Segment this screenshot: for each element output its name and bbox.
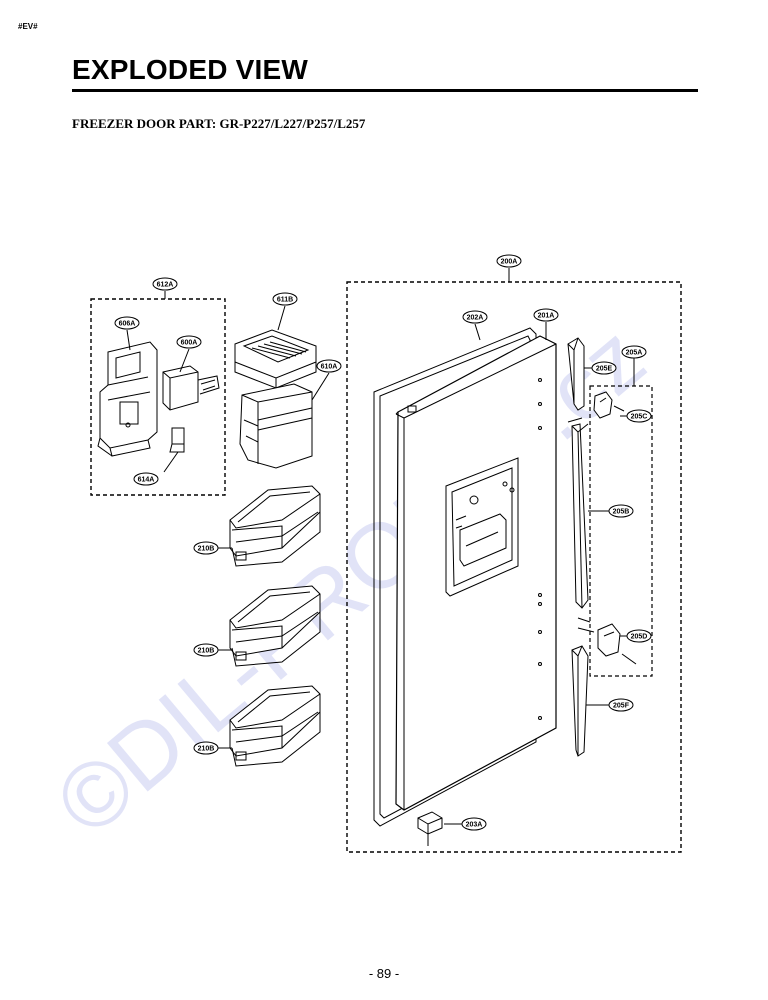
ice-maker-600A	[162, 365, 220, 411]
door-hinge-203A	[417, 811, 443, 846]
handle-mount-upper-205C	[593, 391, 625, 419]
callout-205B: 205B	[608, 504, 634, 518]
callout-203A: 203A	[461, 817, 487, 831]
part-614A	[163, 427, 185, 473]
svg-text:614A: 614A	[138, 477, 155, 484]
callout-210B-upper: 210B	[193, 541, 219, 555]
callout-205A: 205A	[621, 345, 647, 359]
ice-tray-housing-606A	[97, 341, 158, 457]
callout-201A: 201A	[533, 308, 559, 322]
svg-text:210B: 210B	[198, 648, 215, 655]
ice-assembly-group-box	[90, 298, 226, 496]
dispenser-recess	[445, 457, 519, 597]
callout-606A: 606A	[114, 316, 140, 330]
handle-cap-upper-205E	[567, 337, 585, 411]
callout-202A: 202A	[462, 310, 488, 324]
ice-bin-cover-611B	[234, 329, 317, 389]
svg-text:205B: 205B	[613, 509, 630, 516]
callout-600A: 600A	[176, 335, 202, 349]
callout-205C: 205C	[626, 409, 652, 423]
svg-text:205D: 205D	[631, 634, 648, 641]
handle-mount-lower-205D	[577, 617, 637, 665]
callout-610A: 610A	[316, 359, 342, 373]
svg-text:205A: 205A	[626, 350, 643, 357]
title-rule	[72, 89, 698, 92]
callout-612A: 612A	[152, 277, 178, 291]
door-bin-210B-lower	[229, 685, 321, 767]
door-assembly-group-box	[346, 281, 682, 853]
svg-text:205E: 205E	[596, 366, 613, 373]
svg-text:611B: 611B	[277, 297, 293, 304]
door-screws	[538, 378, 542, 720]
callout-611B: 611B	[272, 292, 298, 306]
callout-205E: 205E	[591, 361, 617, 375]
callout-205F: 205F	[608, 698, 634, 712]
handle-group-box-205A	[589, 385, 653, 677]
callout-210B-middle: 210B	[193, 643, 219, 657]
svg-text:210B: 210B	[198, 746, 215, 753]
document-tag: #EV#	[18, 22, 38, 31]
handle-bar-205B	[567, 417, 589, 609]
page-title: EXPLODED VIEW	[72, 54, 308, 85]
svg-text:203A: 203A	[466, 822, 483, 829]
callout-614A: 614A	[133, 472, 159, 486]
svg-text:210B: 210B	[198, 546, 215, 553]
svg-text:202A: 202A	[467, 315, 484, 322]
door-bin-210B-upper	[229, 485, 321, 567]
page-number: - 89 -	[368, 966, 400, 981]
svg-text:200A: 200A	[501, 259, 518, 266]
svg-text:205F: 205F	[613, 703, 630, 710]
svg-text:600A: 600A	[181, 340, 198, 347]
callout-210B-lower: 210B	[193, 741, 219, 755]
page-subtitle: FREEZER DOOR PART: GR-P227/L227/P257/L25…	[72, 116, 366, 131]
ice-bin-610A	[239, 383, 313, 469]
callout-200A: 200A	[496, 254, 522, 268]
door-bin-210B-middle	[229, 585, 321, 667]
svg-text:612A: 612A	[157, 282, 174, 289]
svg-text:201A: 201A	[538, 313, 555, 320]
svg-text:606A: 606A	[119, 321, 136, 328]
svg-text:205C: 205C	[631, 414, 648, 421]
callout-205D: 205D	[626, 629, 652, 643]
svg-text:610A: 610A	[321, 364, 338, 371]
handle-cap-lower-205F	[571, 645, 589, 757]
